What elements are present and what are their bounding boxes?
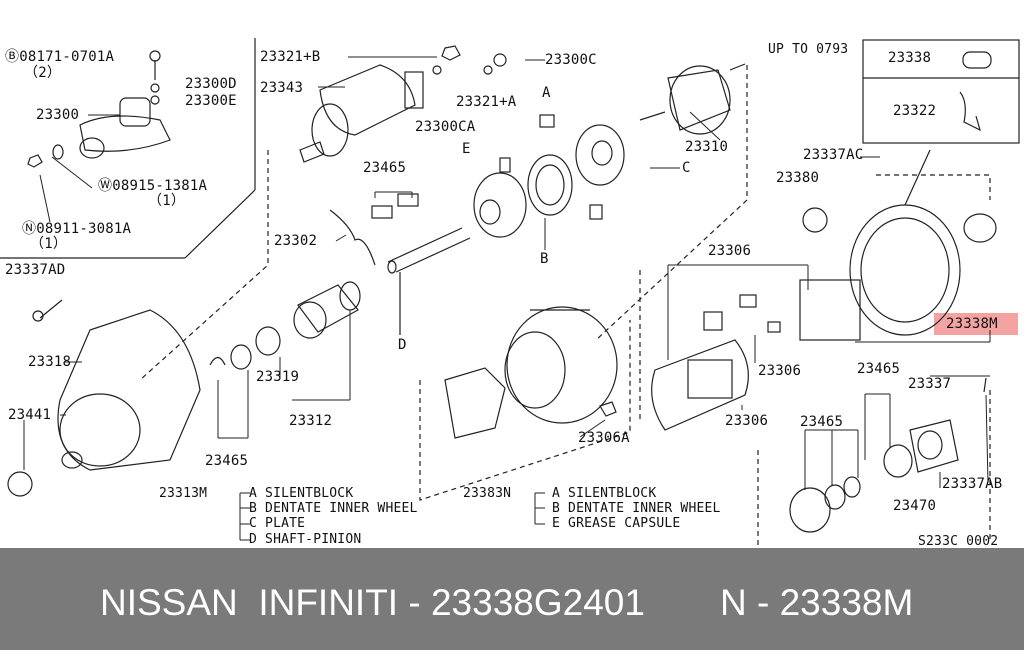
- yoke: [444, 306, 618, 439]
- callout-23300C: 23300C: [545, 52, 597, 68]
- callout-23300D: 23300D: [185, 76, 237, 92]
- inset-parts: [959, 51, 992, 132]
- callout-23465-left: 23465: [205, 453, 249, 469]
- callout-23306-mid: 23306: [758, 363, 802, 379]
- callout-23312: 23312: [289, 413, 333, 429]
- legend-left-item: A SILENTBLOCK: [249, 486, 354, 501]
- armature: [483, 53, 746, 186]
- callout-23338M: 23338M: [946, 316, 998, 332]
- legend-right-code: 23383N: [463, 486, 512, 501]
- callout-23337AD: 23337AD: [5, 262, 66, 278]
- callout-washer-w: Ⓦ08915-1381A: [98, 178, 208, 194]
- callout-23343: 23343: [260, 80, 304, 96]
- callout-23306A: 23306A: [578, 430, 630, 446]
- inset-frame-right: [862, 39, 1020, 144]
- small-starter: [27, 50, 171, 168]
- inset-frame-left: [0, 38, 256, 259]
- brush-holder: [599, 279, 861, 431]
- footer-banner: NISSAN INFINITI - 23338G2401 N - 23338M: [0, 548, 1024, 650]
- callout-washer-w-qty: （1）: [148, 193, 186, 209]
- parts-diagram: Ⓑ08171-0701A （2） 23300D 23300E 23300 Ⓦ08…: [0, 38, 1020, 549]
- callout-23337: 23337: [908, 376, 952, 392]
- rear-cover: [802, 149, 997, 393]
- bearing-set: [789, 419, 959, 533]
- front-housing: [7, 299, 201, 497]
- legend-left-item: B DENTATE INNER WHEEL: [249, 501, 418, 516]
- legend-left-item: D SHAFT-PINION: [249, 532, 362, 547]
- callout-23306-top: 23306: [708, 243, 752, 259]
- callout-23302: 23302: [274, 233, 318, 249]
- legend-left-code: 23313M: [159, 486, 208, 501]
- callout-23441: 23441: [8, 407, 52, 423]
- callout-b: B: [540, 251, 549, 267]
- footer-oem-code: N - 23338M: [720, 582, 914, 623]
- callout-23300E: 23300E: [185, 93, 237, 109]
- callout-nut-n-qty: （1）: [30, 236, 68, 252]
- planetary-gears: [371, 114, 603, 238]
- callout-23300: 23300: [36, 107, 80, 123]
- callout-e: E: [462, 141, 471, 157]
- legend-left-item: C PLATE: [249, 516, 306, 531]
- callout-nut-n: Ⓝ08911-3081A: [22, 221, 132, 237]
- callout-23318: 23318: [28, 354, 72, 370]
- callout-23380: 23380: [776, 170, 820, 186]
- callout-bolt-b-qty: （2）: [24, 65, 62, 81]
- drive-assembly: [209, 281, 361, 370]
- callout-up-to: UP TO 0793: [768, 42, 849, 57]
- callout-23465-bottom: 23465: [800, 414, 844, 430]
- shaft-pinion: [387, 227, 471, 335]
- callout-23338: 23338: [888, 50, 932, 66]
- diagram-code: S233C 0002: [918, 534, 999, 549]
- callout-c: C: [682, 160, 691, 176]
- shift-fork: [329, 209, 376, 266]
- callout-23319: 23319: [256, 369, 300, 385]
- dashed-frames: [139, 65, 991, 548]
- callout-23465-top: 23465: [363, 160, 407, 176]
- callout-23321B: 23321+B: [260, 49, 321, 65]
- callout-bolt-b: Ⓑ08171-0701A: [5, 49, 115, 65]
- callout-23300CA: 23300CA: [415, 119, 476, 135]
- callout-23321A: 23321+A: [456, 94, 517, 110]
- legend-right-item: A SILENTBLOCK: [552, 486, 657, 501]
- callout-23465-right: 23465: [857, 361, 901, 377]
- legend-right-item: B DENTATE INNER WHEEL: [552, 501, 721, 516]
- callout-23337AC: 23337AC: [803, 147, 864, 163]
- callout-a: A: [542, 85, 551, 101]
- callout-d: D: [398, 337, 407, 353]
- callout-23337AB: 23337AB: [942, 476, 1003, 492]
- highlight-23338M: [934, 313, 1018, 335]
- callout-23322: 23322: [893, 103, 937, 119]
- solenoid: [299, 45, 461, 163]
- diagram-drawing: [0, 38, 1020, 548]
- callout-23306-bottom: 23306: [725, 413, 769, 429]
- footer-part-number: NISSAN INFINITI - 23338G2401: [100, 582, 645, 623]
- callout-23310: 23310: [685, 139, 729, 155]
- legend-right-item: E GREASE CAPSULE: [552, 516, 681, 531]
- callout-23470: 23470: [893, 498, 937, 514]
- leader-lines: [23, 56, 991, 541]
